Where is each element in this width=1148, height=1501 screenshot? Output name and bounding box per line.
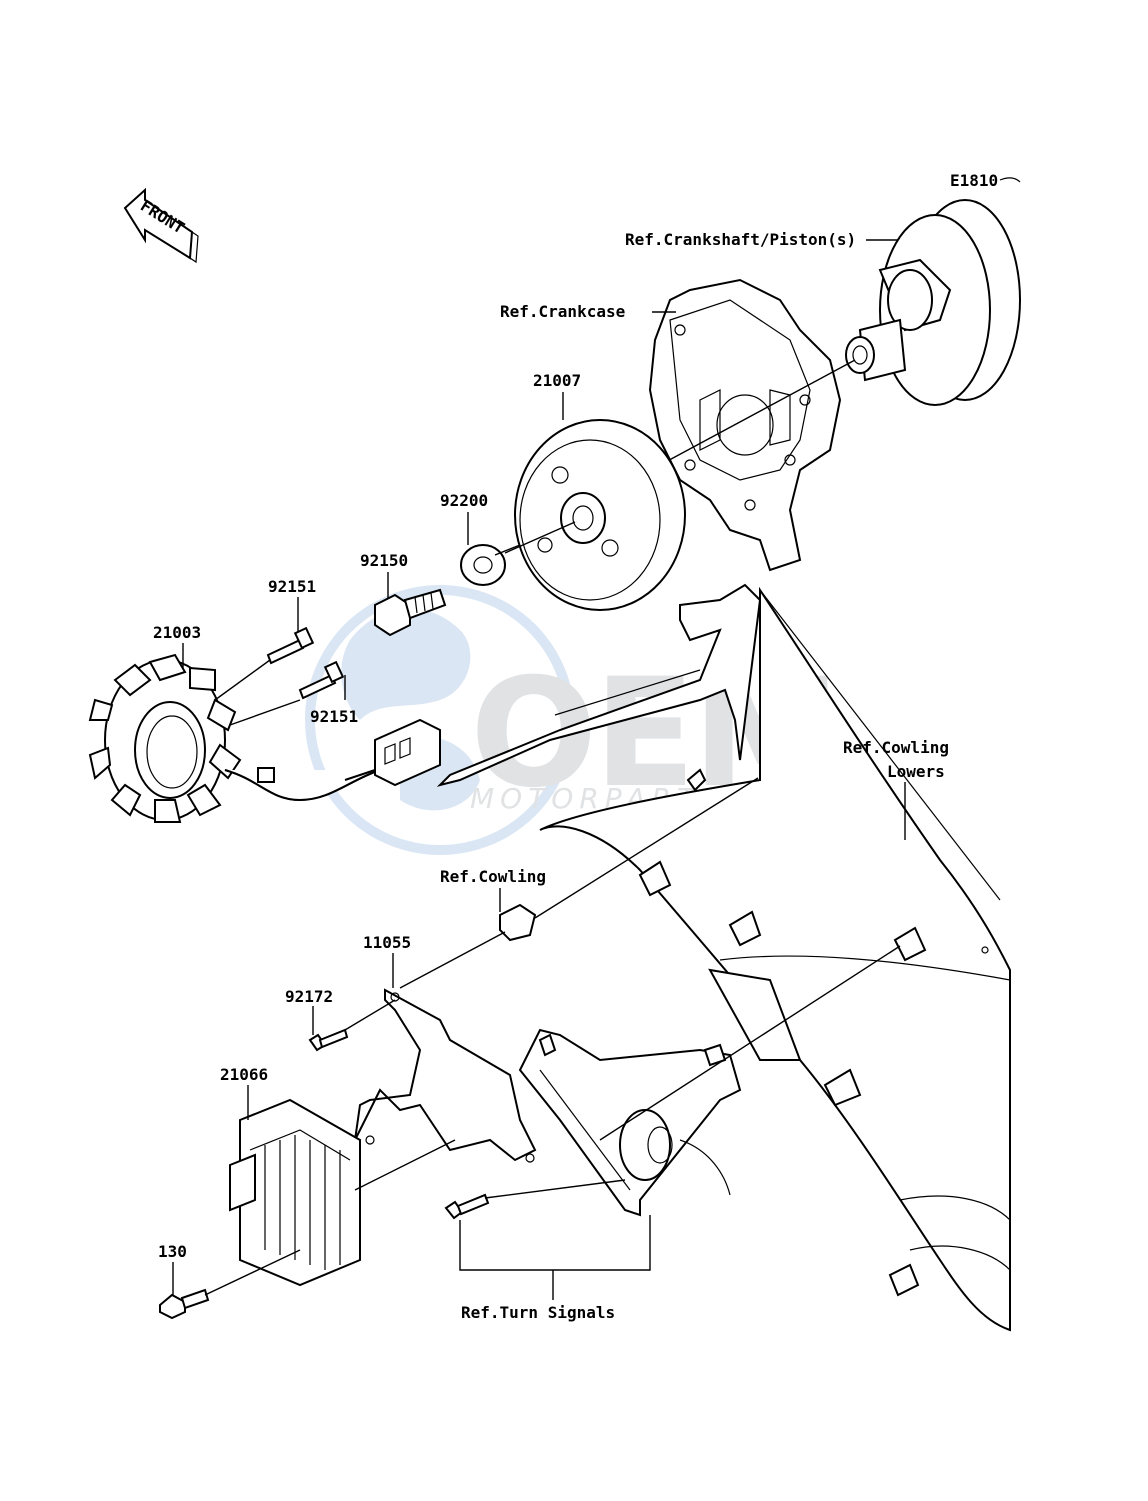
turn-signal-part bbox=[518, 1028, 742, 1217]
screw-92151-upper-part bbox=[266, 626, 315, 665]
diagram-code: E1810 bbox=[950, 171, 998, 190]
rotor-part bbox=[514, 419, 686, 611]
screw-92151-lower-part bbox=[298, 660, 345, 700]
part-number-92150: 92150 bbox=[360, 551, 408, 570]
ref-turn-signals-leader bbox=[459, 1215, 651, 1271]
ref-cowling-lowers-label-1: Ref.Cowling bbox=[843, 738, 949, 757]
ref-crankshaft-label: Ref.Crankshaft/Piston(s) bbox=[625, 230, 856, 249]
bolt-92150-part bbox=[374, 588, 447, 637]
crankcase-part bbox=[648, 278, 842, 572]
ref-turn-signals-label: Ref.Turn Signals bbox=[461, 1303, 615, 1322]
connector-part bbox=[344, 718, 441, 787]
part-number-92172: 92172 bbox=[285, 987, 333, 1006]
part-number-21007: 21007 bbox=[533, 371, 581, 390]
part-number-21066: 21066 bbox=[220, 1065, 268, 1084]
washer-part bbox=[460, 544, 506, 586]
bolt-130-part bbox=[159, 1288, 210, 1320]
ref-cowling-lowers-label-2: Lowers bbox=[887, 762, 945, 781]
cowling-clip-part bbox=[499, 903, 537, 942]
part-number-21003: 21003 bbox=[153, 623, 201, 642]
ref-crankcase-label: Ref.Crankcase bbox=[500, 302, 625, 321]
stator-part bbox=[88, 653, 381, 823]
part-number-92200: 92200 bbox=[440, 491, 488, 510]
regulator-part bbox=[229, 1098, 361, 1287]
screw-92172-part bbox=[308, 1028, 349, 1052]
ref-cowling-label: Ref.Cowling bbox=[440, 867, 546, 886]
cowling-panel-part bbox=[539, 586, 1011, 1332]
part-number-130: 130 bbox=[158, 1242, 187, 1261]
bracket-11055-part bbox=[354, 988, 537, 1163]
crankshaft-part bbox=[845, 199, 1021, 406]
part-number-11055: 11055 bbox=[363, 933, 411, 952]
part-number-92151-lower: 92151 bbox=[310, 707, 358, 726]
part-number-92151-upper: 92151 bbox=[268, 577, 316, 596]
turn-signal-screw-part bbox=[444, 1193, 490, 1220]
front-arrow-icon: FRONT bbox=[123, 187, 199, 264]
